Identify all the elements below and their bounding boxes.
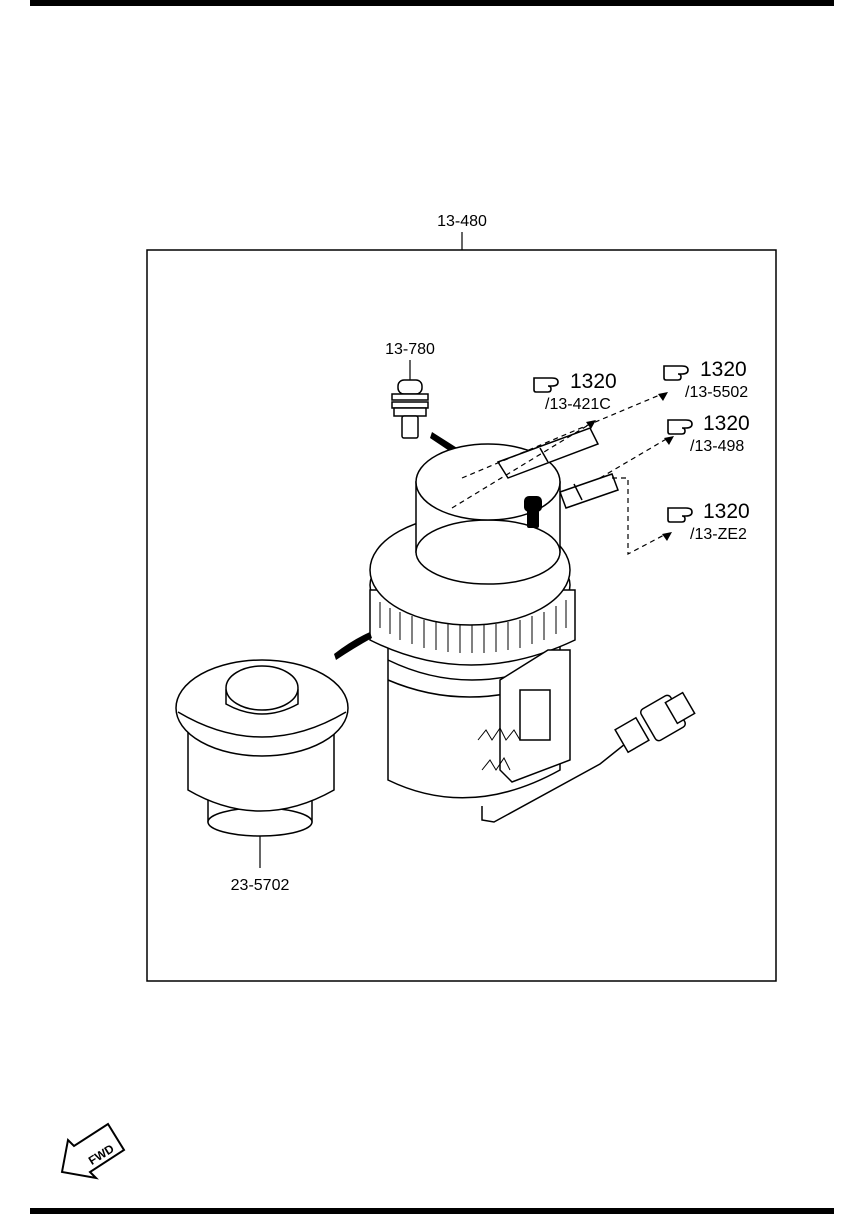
reference-part: /13-421C bbox=[545, 396, 611, 413]
fuel-pipes bbox=[496, 427, 619, 509]
filter-element bbox=[175, 659, 349, 837]
reference-arrowheads bbox=[586, 392, 674, 541]
bottom-rule bbox=[30, 1208, 834, 1214]
plug-part-number[interactable]: 13-780 bbox=[385, 341, 435, 358]
reference-group: 1320 bbox=[703, 412, 750, 435]
sensor-wire bbox=[481, 739, 631, 823]
assembly-part-number[interactable]: 13-480 bbox=[437, 213, 487, 230]
reference-callout-1[interactable]: 1320 /13-421C bbox=[533, 370, 617, 413]
reference-group: 1320 bbox=[570, 370, 617, 393]
reference-leaders bbox=[451, 393, 669, 555]
reference-part: /13-498 bbox=[690, 438, 744, 455]
plug-icon bbox=[391, 379, 429, 439]
reference-group: 1320 bbox=[700, 358, 747, 381]
plug-port-icon bbox=[524, 496, 542, 528]
reference-callout-2[interactable]: 1320 /13-5502 bbox=[663, 358, 748, 401]
drain-teeth bbox=[477, 727, 521, 771]
pointing-hand-icon bbox=[663, 365, 689, 381]
reference-group: 1320 bbox=[703, 500, 750, 523]
pointing-hand-icon bbox=[667, 507, 693, 523]
reference-part: /13-5502 bbox=[685, 384, 748, 401]
sensor-bracket bbox=[499, 649, 571, 783]
reference-part: /13-ZE2 bbox=[690, 526, 747, 543]
pointing-hand-icon bbox=[667, 419, 693, 435]
housing-ribs bbox=[379, 600, 567, 653]
top-rule bbox=[30, 0, 834, 6]
element-part-number[interactable]: 23-5702 bbox=[231, 877, 290, 894]
pointing-hand-icon bbox=[533, 377, 559, 393]
reference-callout-3[interactable]: 1320 /13-498 bbox=[667, 412, 750, 455]
connector-icon bbox=[614, 691, 696, 754]
element-install-arrow bbox=[334, 632, 372, 660]
reference-callout-4[interactable]: 1320 /13-ZE2 bbox=[667, 500, 750, 543]
forward-arrow-icon: FWD bbox=[60, 1122, 126, 1180]
